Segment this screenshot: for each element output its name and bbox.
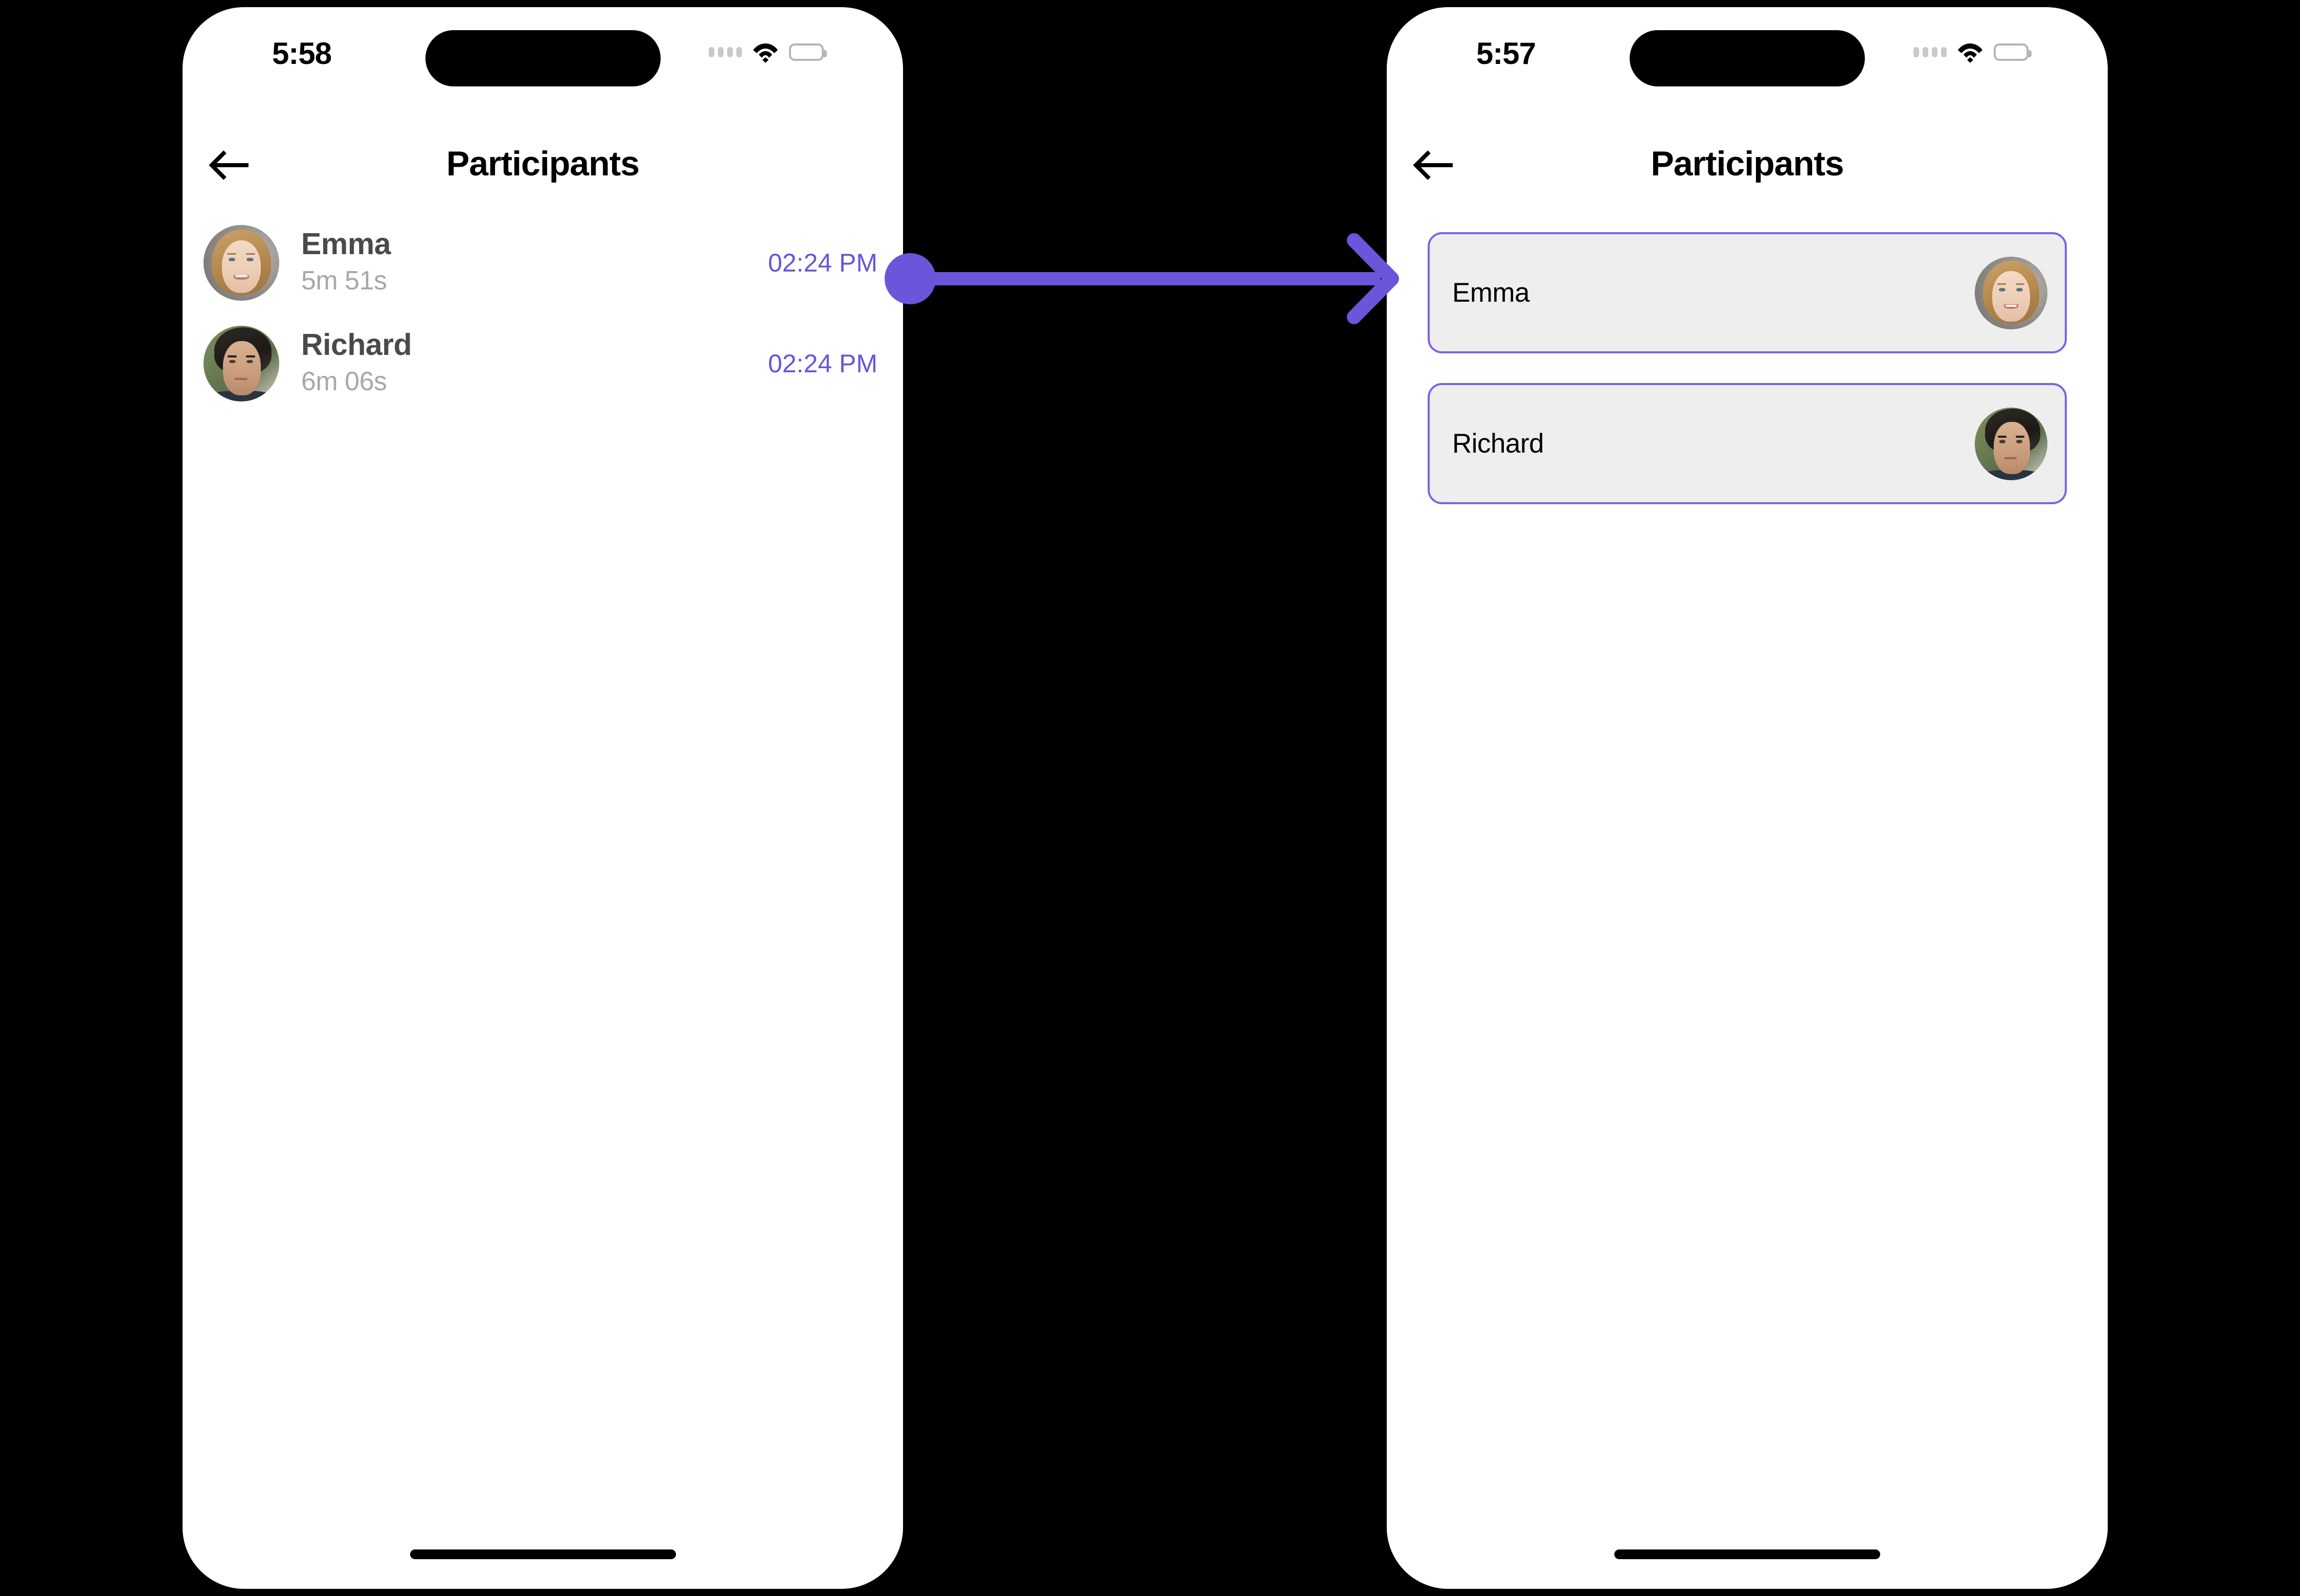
wifi-icon — [1957, 41, 1983, 63]
signal-dots-icon — [1913, 47, 1947, 57]
phone-right: 5:57 Participants Emma — [1387, 7, 2108, 1589]
richard-avatar — [204, 326, 279, 401]
status-bar-time: 5:58 — [272, 36, 332, 71]
participant-name: Emma — [301, 227, 391, 261]
battery-icon — [1994, 43, 2032, 61]
nav-bar-left: Participants — [183, 132, 903, 199]
status-bar-left: 5:58 — [183, 7, 903, 99]
participant-name: Richard — [1452, 429, 1544, 459]
back-arrow-icon[interactable] — [1410, 142, 1457, 189]
emma-avatar — [204, 225, 279, 301]
home-indicator[interactable] — [410, 1549, 676, 1559]
participant-text: Emma 5m 51s — [301, 228, 391, 298]
participant-card-emma[interactable]: Emma — [1428, 232, 2067, 353]
dynamic-island — [1630, 30, 1865, 86]
participant-list-left: Emma 5m 51s 02:24 PM Richard 6m 06s — [183, 225, 903, 434]
status-bar-indicators — [709, 38, 827, 66]
participant-duration: 5m 51s — [301, 265, 387, 296]
participant-duration: 6m 06s — [301, 366, 387, 396]
participant-card-richard[interactable]: Richard — [1428, 383, 2067, 504]
richard-avatar — [1975, 407, 2047, 480]
participant-timestamp: 02:24 PM — [768, 349, 878, 378]
back-arrow-icon[interactable] — [206, 142, 253, 189]
participant-timestamp: 02:24 PM — [768, 249, 878, 277]
phone-left: 5:58 Participants — [183, 7, 903, 1589]
wifi-icon — [752, 41, 779, 63]
battery-icon — [789, 43, 827, 61]
page-title: Participants — [1651, 144, 1844, 183]
signal-dots-icon — [709, 47, 742, 57]
nav-bar-right: Participants — [1387, 132, 2108, 199]
dynamic-island — [425, 30, 661, 86]
emma-avatar — [1975, 256, 2047, 329]
status-bar-indicators — [1913, 38, 2032, 66]
status-bar-right: 5:57 — [1387, 7, 2108, 99]
arrow-head-icon — [1347, 233, 1399, 324]
participant-row-emma[interactable]: Emma 5m 51s 02:24 PM — [183, 225, 903, 301]
participant-text: Richard 6m 06s — [301, 328, 412, 398]
participant-row-richard[interactable]: Richard 6m 06s 02:24 PM — [183, 326, 903, 401]
status-bar-time: 5:57 — [1476, 36, 1536, 71]
participant-name: Richard — [301, 328, 412, 362]
participant-card-list: Emma Richard — [1387, 232, 2108, 534]
home-indicator[interactable] — [1614, 1549, 1880, 1559]
participant-name: Emma — [1452, 278, 1530, 308]
page-title: Participants — [446, 144, 640, 183]
